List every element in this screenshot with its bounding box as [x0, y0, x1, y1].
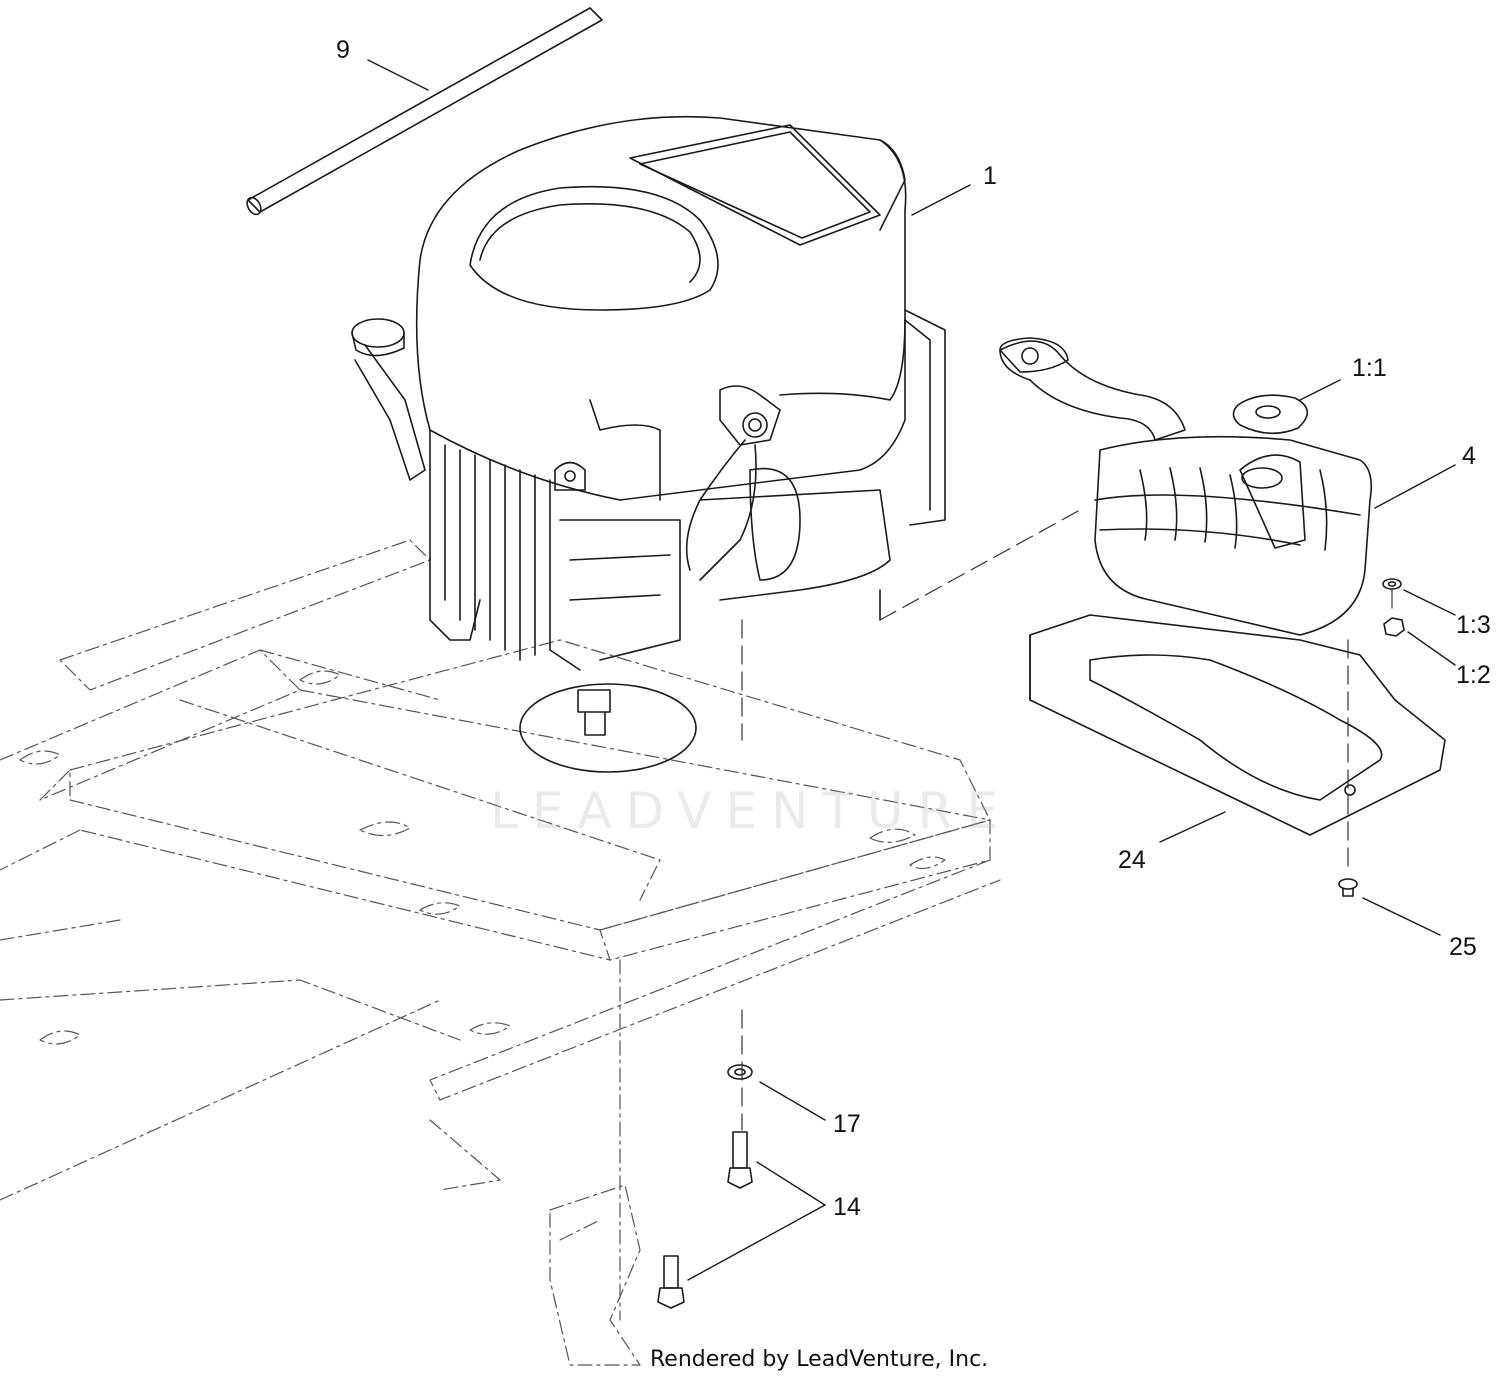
- watermark-text: LEADVENTURE: [490, 782, 1012, 840]
- callout-4[interactable]: 4: [1462, 442, 1476, 470]
- callout-9[interactable]: 9: [336, 36, 350, 64]
- chassis-frame: [0, 539, 1001, 1321]
- callout-1-1[interactable]: 1:1: [1352, 354, 1387, 382]
- callout-1[interactable]: 1: [983, 162, 997, 190]
- callout-24[interactable]: 24: [1118, 846, 1146, 874]
- frame-cutout: [519, 683, 697, 773]
- mount-bracket: [549, 1184, 641, 1366]
- leader-lines: [367, 59, 1456, 1281]
- engine-assembly: [351, 115, 946, 736]
- hardware-parts: [657, 578, 1405, 1309]
- render-credit: Rendered by LeadVenture, Inc.: [650, 1347, 989, 1372]
- fuel-tube: [246, 7, 603, 216]
- callout-14[interactable]: 14: [833, 1193, 861, 1221]
- callout-25[interactable]: 25: [1449, 933, 1477, 961]
- callout-1-3[interactable]: 1:3: [1456, 611, 1491, 639]
- alignment-lines: [741, 509, 1393, 1131]
- callout-1-2[interactable]: 1:2: [1456, 661, 1491, 689]
- heat-shield: [1029, 614, 1446, 836]
- callout-17[interactable]: 17: [833, 1110, 861, 1138]
- muffler-assembly: [999, 337, 1373, 636]
